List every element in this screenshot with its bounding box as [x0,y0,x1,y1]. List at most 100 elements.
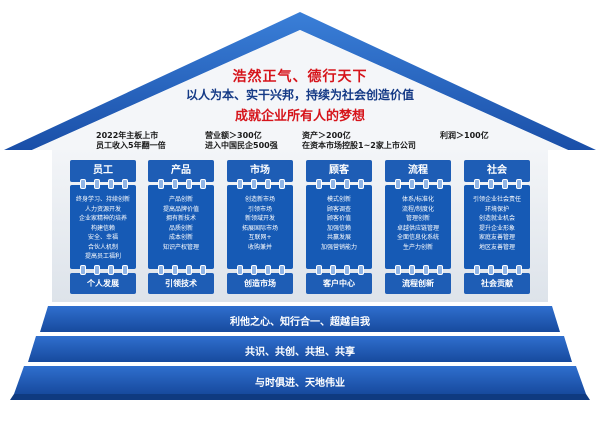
pillar: 员工终身学习、持续创新人力资源开发企业家精神的培养构建信赖安全、幸福合伙人机制提… [70,160,136,294]
pillar-item: 共赢发展 [326,234,351,241]
pillar-item: 顾客价值 [326,215,351,222]
pillar-item: 提高员工福利 [84,253,121,260]
pillar-body: 终身学习、持续创新人力资源开发企业家精神的培养构建信赖安全、幸福合伙人机制提高员… [70,185,136,269]
pillar-item: 体系/标准化 [401,196,435,203]
pillar-item: 顾客调查 [326,205,351,213]
pillar-item: 加强信赖 [326,224,351,232]
binder-ring [251,265,257,275]
binder-ring [330,265,336,275]
binder-ring [358,179,364,189]
base-step-2: 共识、共创、共担、共享 [245,347,355,358]
binder-ring [437,179,443,189]
pillar-item: 知识产权管理 [162,243,199,251]
binder-ring [409,179,415,189]
binder-ring [172,179,178,189]
binder-ring [94,179,100,189]
pillar-item: 管理创新 [405,215,430,222]
pillar-title: 市场 [227,160,293,182]
pillar: 顾客模式创新顾客调查顾客价值加强信赖共赢发展加强营销能力客户中心 [306,160,372,294]
pillar-item: 加强营销能力 [320,243,357,251]
binder-ring [265,265,271,275]
pillar-item: 创造就业机会 [478,215,515,222]
pillar-item: 成本创新 [168,234,193,241]
pillar-body: 体系/标准化流程/制度化管理创新卓越供应链管理全面信息化系统生产力创新 [385,185,451,269]
binder-ring [474,179,480,189]
slogan-line-2: 以人为本、实干兴邦，持续为社会创造价值 [185,88,414,102]
pillar-item: 终身学习、持续创新 [75,196,130,203]
binder-ring [502,179,508,189]
pillar-item: 创造新市场 [244,196,275,203]
pillar-footer: 社会贡献 [464,273,530,294]
binder-ring [200,265,206,275]
pillar-item: 合伙人机制 [87,243,118,251]
pillar-item: 拥有新技术 [165,215,196,222]
goal-1: 2022年主板上市员工收入5年翻一倍 [96,131,166,150]
binder-ring [80,179,86,189]
pillar-item: 品质创新 [168,224,193,232]
pillar-item: 互联网+ [248,234,272,241]
pillar-item: 引领市场 [247,205,272,213]
pillar: 市场创造新市场引领市场新领域开发拓展国际市场互联网+收购兼并创造市场 [227,160,293,294]
pillar-item: 流程/制度化 [401,205,435,213]
binder-ring [108,179,114,189]
binder-ring [122,265,128,275]
binder-ring [344,265,350,275]
binder-ring [279,179,285,189]
pillar-title: 顾客 [306,160,372,182]
pillar-footer: 创造市场 [227,273,293,294]
binder-ring [158,179,164,189]
slogan-line-1: 浩然正气、德行天下 [232,69,368,85]
step-1 [40,306,560,332]
pillar: 产品产品创新提高品牌价值拥有新技术品质创新成本创新知识产权管理引领技术 [148,160,214,294]
pillar-item: 生产力创新 [402,243,433,251]
pillar-item: 地区友善管理 [478,243,515,251]
binder-ring [80,265,86,275]
pillar-item: 提高品牌价值 [162,205,199,213]
pillar-footer: 个人发展 [70,273,136,294]
binder-ring [488,179,494,189]
binder-ring [316,179,322,189]
pillar-item: 新领域开发 [244,215,275,222]
pillar-item: 企业家精神的培养 [78,215,127,222]
pillar-body: 产品创新提高品牌价值拥有新技术品质创新成本创新知识产权管理 [148,185,214,269]
goal-4: 利润＞100亿 [440,131,489,140]
pillar-body: 引领企业社会责任环境保护创造就业机会提升企业形象家庭友善管理地区友善管理 [464,185,530,269]
pillar-footer: 引领技术 [148,273,214,294]
pillar-item: 安全、幸福 [87,234,118,241]
pillar-item: 人力资源开发 [84,205,121,213]
roof-inner [32,30,568,150]
binder-ring [488,265,494,275]
pillar-title: 社会 [464,160,530,182]
binder-ring [122,179,128,189]
pillar-title: 产品 [148,160,214,182]
binder-ring [330,179,336,189]
base-step-3: 与时俱进、天地伟业 [255,378,345,389]
binder-ring [395,179,401,189]
pillar-item: 环境保护 [484,205,509,213]
base-step-1: 利他之心、知行合一、超越自我 [230,317,370,328]
pillar-item: 卓越供应链管理 [396,224,439,232]
binder-ring [437,265,443,275]
binder-ring [423,265,429,275]
pillar-item: 产品创新 [168,196,193,203]
pillar-body: 模式创新顾客调查顾客价值加强信赖共赢发展加强营销能力 [306,185,372,269]
pillar-item: 构建信赖 [90,224,115,232]
pillar: 流程体系/标准化流程/制度化管理创新卓越供应链管理全面信息化系统生产力创新流程创… [385,160,451,294]
pillar-item: 拓展国际市场 [241,224,278,232]
pillar-footer: 客户中心 [306,273,372,294]
binder-ring [237,179,243,189]
binder-ring [279,265,285,275]
binder-ring [94,265,100,275]
binder-ring [186,179,192,189]
binder-ring [158,265,164,275]
binder-ring [316,265,322,275]
pillar-title: 员工 [70,160,136,182]
pillar-item: 提升企业形象 [478,224,515,232]
binder-ring [108,265,114,275]
binder-ring [186,265,192,275]
step-3 [14,366,586,394]
binder-ring [344,179,350,189]
pillar-body: 创造新市场引领市场新领域开发拓展国际市场互联网+收购兼并 [227,185,293,269]
binder-ring [265,179,271,189]
